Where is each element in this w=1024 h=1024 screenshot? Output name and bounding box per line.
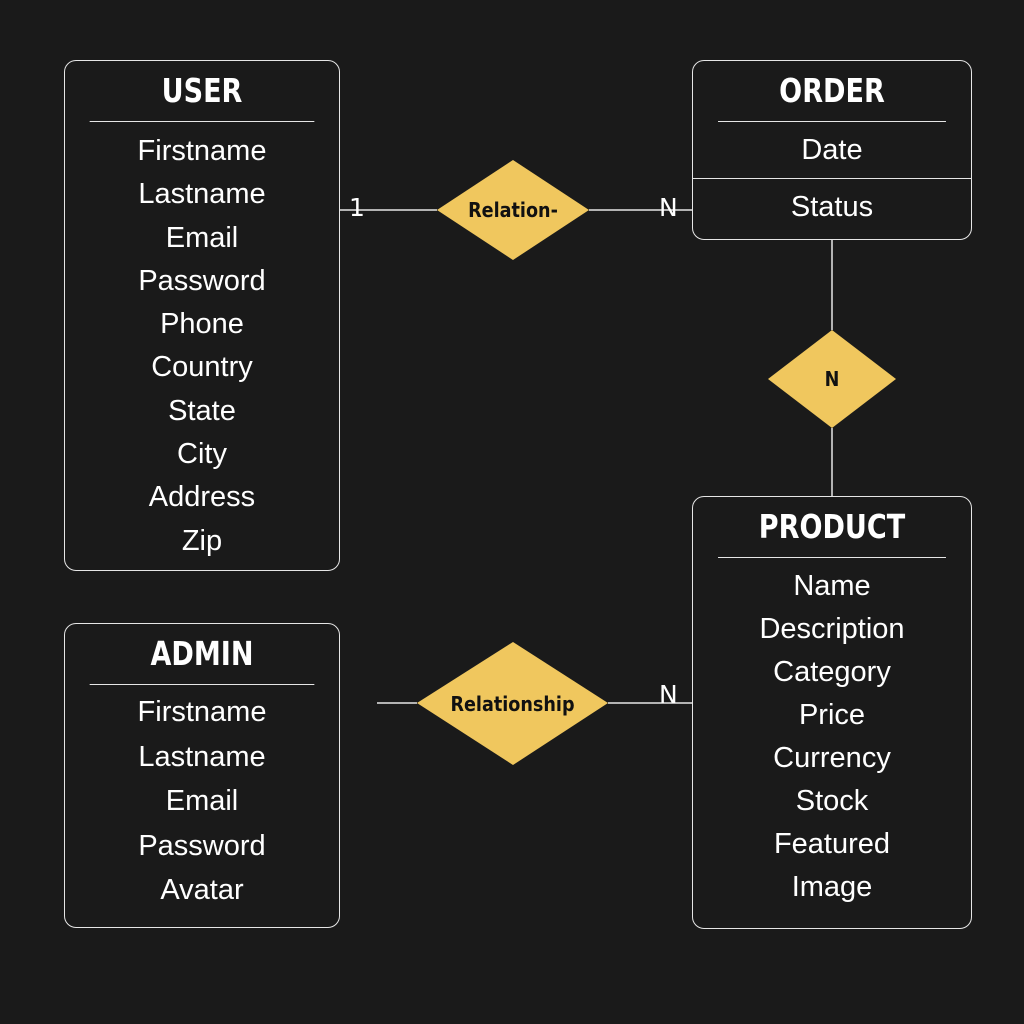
attribute-email: Email xyxy=(165,785,239,817)
attribute-firstname: Firstname xyxy=(137,135,267,167)
attribute-currency: Currency xyxy=(773,742,891,774)
attribute-list-user: Firstname Lastname Email Password Phone … xyxy=(65,122,339,563)
attribute-price: Price xyxy=(798,699,866,731)
attribute-image: Image xyxy=(791,871,873,903)
entity-title-order: ORDER xyxy=(718,61,946,122)
entity-user: USER Firstname Lastname Email Password P… xyxy=(64,60,340,571)
relationship-diamond-user-order xyxy=(437,160,589,260)
relationship-label-admin-product: Relationship xyxy=(450,692,575,716)
attribute-list-admin: Firstname Lastname Email Password Avatar xyxy=(65,685,339,913)
attribute-address: Address xyxy=(148,481,256,514)
relationship-diamond-order-product xyxy=(768,330,896,428)
relationship-diamond-admin-product xyxy=(417,642,608,765)
cardinality-product-many: N xyxy=(659,680,678,709)
entity-admin: ADMIN Firstname Lastname Email Password … xyxy=(64,623,340,928)
attribute-list-product: Name Description Category Price Currency… xyxy=(693,558,971,909)
attribute-list-order: Date Status xyxy=(693,122,971,235)
attribute-featured: Featured xyxy=(773,828,891,860)
entity-order: ORDER Date Status xyxy=(692,60,972,240)
attribute-phone: Phone xyxy=(160,308,244,341)
attribute-lastname: Lastname xyxy=(138,740,266,773)
attribute-avatar: Avatar xyxy=(160,874,244,906)
attribute-email: Email xyxy=(165,221,239,254)
attribute-password: Password xyxy=(138,264,266,297)
attribute-zip: Zip xyxy=(181,524,223,557)
attribute-city: City xyxy=(177,438,227,471)
attribute-stock: Stock xyxy=(795,785,869,817)
attribute-date: Date xyxy=(693,122,971,179)
entity-product: PRODUCT Name Description Category Price … xyxy=(692,496,972,929)
attribute-description: Description xyxy=(759,613,905,645)
attribute-name: Name xyxy=(793,570,871,602)
attribute-status: Status xyxy=(790,191,874,223)
relationship-label-order-product: N xyxy=(824,367,840,391)
entity-title-product: PRODUCT xyxy=(718,497,946,558)
entity-title-user: USER xyxy=(89,61,315,122)
cardinality-order-many: N xyxy=(659,193,678,222)
attribute-state: State xyxy=(168,394,236,427)
attribute-category: Category xyxy=(773,656,891,688)
cardinality-user-one: 1 xyxy=(349,193,365,222)
attribute-password: Password xyxy=(138,829,266,862)
entity-title-admin: ADMIN xyxy=(89,624,315,685)
relationship-label-user-order: Relation- xyxy=(468,198,558,222)
attribute-lastname: Lastname xyxy=(138,178,266,211)
attribute-firstname: Firstname xyxy=(137,696,267,728)
attribute-country: Country xyxy=(151,351,253,384)
